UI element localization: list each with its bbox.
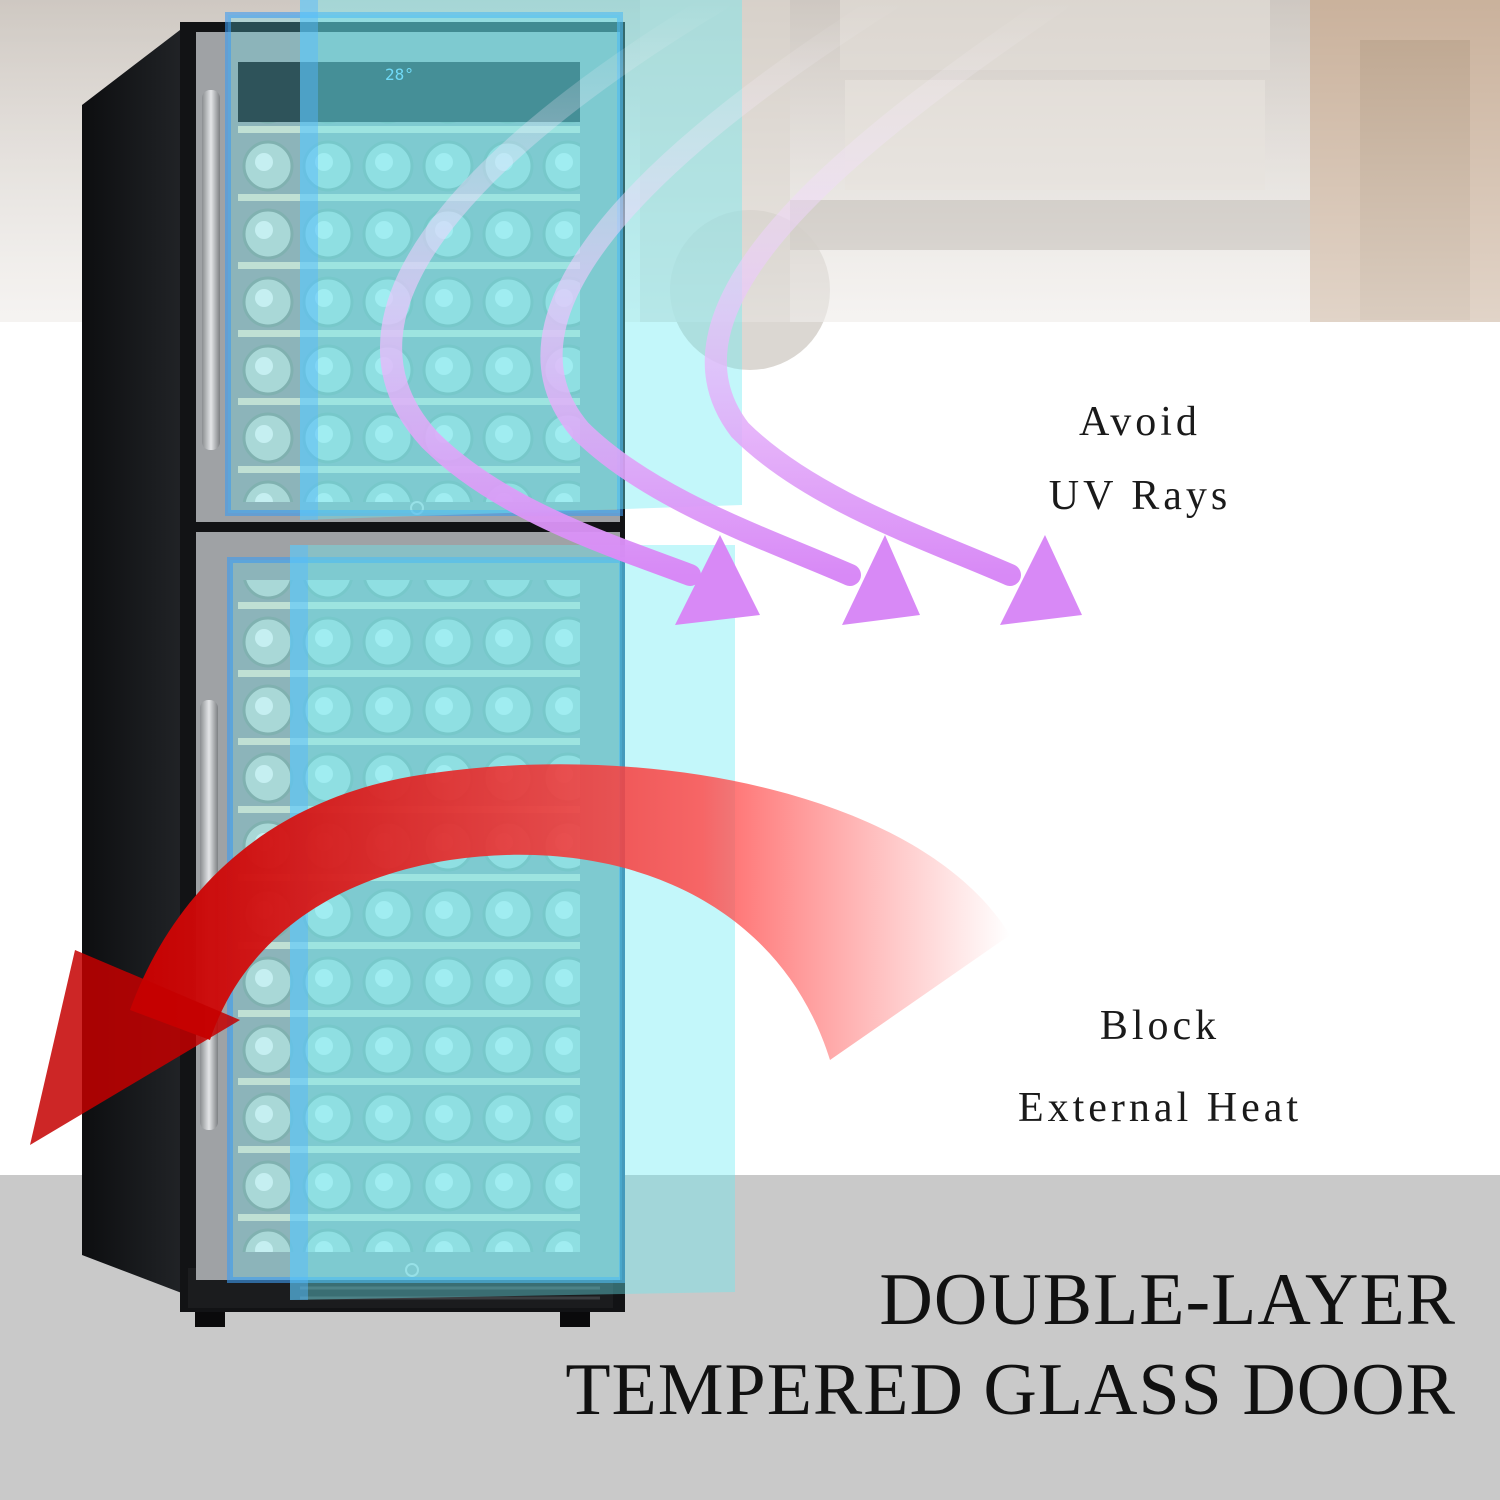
heat-arrow-icon (30, 764, 1010, 1145)
uv-label-line2: UV Rays (1048, 473, 1232, 519)
uv-label-line1: Avoid (1079, 399, 1201, 445)
upper-handle (202, 90, 220, 450)
uv-arrow-icon (1000, 535, 1082, 625)
uv-arrow-icon (380, 0, 1071, 586)
glass-layer-outer (290, 0, 742, 1300)
heat-label-line1: Block (1099, 1003, 1221, 1049)
headline-line2: TEMPERED GLASS DOOR (565, 1349, 1456, 1431)
headline-line1: DOUBLE-LAYER (879, 1259, 1456, 1341)
uv-arrow-icon (842, 535, 920, 625)
uv-feature-label: Avoid UV Rays (980, 385, 1300, 533)
heat-feature-label: Block External Heat (960, 985, 1360, 1149)
uv-arrow-icon (675, 535, 760, 625)
lock-icon (405, 1263, 419, 1277)
heat-label-line2: External Heat (1017, 1085, 1303, 1131)
temperature-display: 28° (385, 65, 414, 84)
headline: DOUBLE-LAYER TEMPERED GLASS DOOR (476, 1255, 1456, 1435)
upper-door-bottles (238, 122, 580, 502)
